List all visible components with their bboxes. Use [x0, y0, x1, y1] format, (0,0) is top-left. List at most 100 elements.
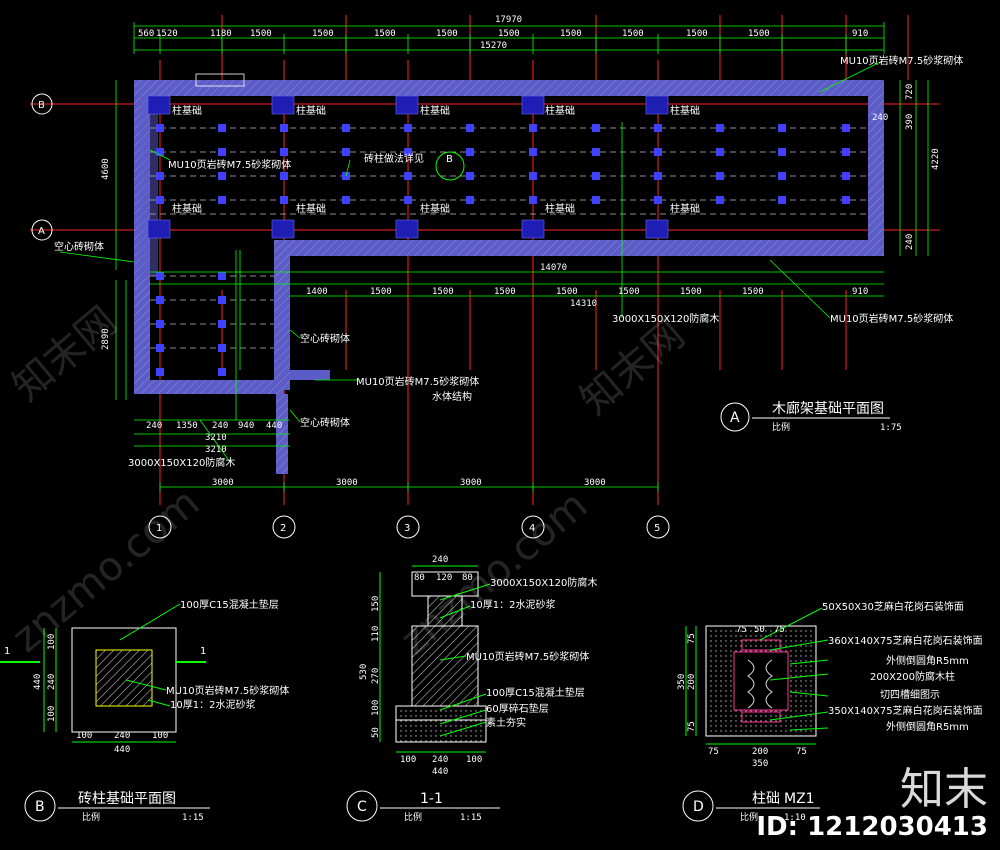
bolt-marker [156, 296, 164, 304]
axis-row-b: B [38, 100, 45, 111]
bolt-marker [466, 124, 474, 132]
plan-scale: 1:75 [880, 423, 902, 433]
detail-d-label-2: 外侧倒圆角R5mm [886, 654, 969, 667]
col-base-label: 柱基础 [172, 202, 202, 215]
col-base-label: 柱基础 [670, 104, 700, 117]
bolt-marker [218, 344, 226, 352]
detail-d-label-1: 360X140X75芝麻白花岗石装饰面 [828, 634, 983, 647]
dim-top-seg-1: 1520 [156, 29, 178, 39]
bolt-marker [529, 124, 537, 132]
col-base-label: 柱基础 [670, 202, 700, 215]
mu10-right-label: MU10页岩砖M7.5砂浆砌体 [830, 312, 953, 325]
mu10-left-label: MU10页岩砖M7.5砂浆砌体 [168, 158, 291, 171]
detail-c-dim-l1: 110 [371, 626, 381, 642]
dim-top-seg-5: 1500 [374, 29, 396, 39]
detail-b-dim-l2: 100 [47, 706, 57, 722]
detail-b-scale: 1:15 [182, 813, 204, 823]
dim-right-3: 4220 [931, 148, 941, 170]
plan-title: 木廊架基础平面图 [772, 400, 884, 417]
bolt-marker [716, 124, 724, 132]
dim-mid-seg-4: 1500 [556, 287, 578, 297]
bolt-marker [592, 172, 600, 180]
dim-bl2-0: 3210 [205, 433, 227, 443]
detail-c-label-2: MU10页岩砖M7.5砂浆砌体 [466, 650, 589, 663]
detail-c-dim-b0: 100 [400, 755, 416, 765]
bolt-marker [842, 148, 850, 156]
section-mark-right: 1 [200, 646, 206, 657]
detail-c-dim-t2: 120 [436, 573, 452, 583]
detail-d-label-6: 外侧倒圆角R5mm [886, 720, 969, 733]
joist-lines [150, 127, 868, 349]
detail-b-dim-b0: 100 [76, 731, 92, 741]
bolt-marker [654, 196, 662, 204]
dim-mid-seg-2: 1500 [432, 287, 454, 297]
detail-d-dim-t1: 50 [754, 625, 765, 635]
bolt-marker [342, 196, 350, 204]
col-base-label: 柱基础 [172, 104, 202, 117]
bolt-marker [156, 196, 164, 204]
mu10-mid-label: MU10页岩砖M7.5砂浆砌体 [356, 375, 479, 388]
bolt-marker [654, 172, 662, 180]
bolt-marker [280, 172, 288, 180]
bolt-marker [156, 368, 164, 376]
col-base-label: 柱基础 [420, 104, 450, 117]
dim-mid-seg-6: 1500 [680, 287, 702, 297]
dim-top-seg-10: 1500 [686, 29, 708, 39]
dim-right-0: 720 [905, 84, 915, 100]
dim-top-seg-12: 910 [852, 29, 868, 39]
mu10-top-label: MU10页岩砖M7.5砂浆砌体 [840, 54, 963, 67]
detail-b-dim-b1: 240 [114, 731, 130, 741]
watermark-2: 知末网 [572, 312, 693, 424]
detail-d-dim-b2: 75 [796, 747, 807, 757]
detail-c-label-3: 100厚C15混凝土垫层 [486, 686, 585, 699]
detail-d-dim-total: 350 [752, 759, 768, 769]
dim-top-seg-2: 1180 [210, 29, 232, 39]
dim-right-1: 390 [905, 114, 915, 130]
dim-mid-seg-0: 1400 [306, 287, 328, 297]
bolt-marker [778, 124, 786, 132]
axis-col-4: 4 [529, 523, 535, 534]
dim-top-seg-4: 1500 [312, 29, 334, 39]
plan-scale-label: 比例 [772, 421, 790, 433]
dim-top-total: 17970 [495, 15, 522, 25]
bolt-marker [280, 196, 288, 204]
dim-bl-2: 240 [212, 421, 228, 431]
bolt-marker [156, 320, 164, 328]
dim-bl-0: 240 [146, 421, 162, 431]
bolt-marker [404, 196, 412, 204]
dim-bl-3: 940 [238, 421, 254, 431]
detail-d-label-5: 350X140X75芝麻白花岗石装饰面 [828, 704, 983, 717]
detail-c-title: 1-1 [420, 791, 443, 807]
bolt-marker [842, 172, 850, 180]
detail-c-dim-b1: 240 [432, 755, 448, 765]
detail-d-scale-label: 比例 [740, 811, 758, 823]
dim-top-sub: 15270 [480, 41, 507, 51]
bolt-marker [529, 148, 537, 156]
detail-d-title-suffix: MZ1 [784, 791, 815, 807]
dim-bl-1: 1350 [176, 421, 198, 431]
dim-bl2-1: 3210 [205, 445, 227, 455]
detail-c-label-4: 60厚碎石垫层 [486, 702, 549, 715]
bolt-marker [218, 272, 226, 280]
bolt-marker [218, 296, 226, 304]
dim-mid-seg-3: 1500 [494, 287, 516, 297]
bolt-marker [280, 124, 288, 132]
brand-logo: 知末 [900, 764, 988, 815]
dim-mid-sub: 14310 [570, 299, 597, 309]
timber-mid-label: 3000X150X120防腐木 [612, 312, 719, 325]
detail-c-label-5: 素土夯实 [486, 716, 526, 729]
detail-c-label-0: 3000X150X120防腐木 [490, 576, 597, 589]
bolt-marker [778, 196, 786, 204]
detail-c-dim-b2: 100 [466, 755, 482, 765]
bolt-marker [654, 148, 662, 156]
dim-top-seg-3: 1500 [250, 29, 272, 39]
detail-d-label-0: 50X50X30芝麻白花岗石装饰面 [822, 600, 964, 613]
detail-c-dim-l0: 150 [371, 596, 381, 612]
bolt-marker [592, 124, 600, 132]
detail-d-dim-b0: 75 [708, 747, 719, 757]
detail-b-dim-l0: 100 [47, 634, 57, 650]
watermark-0: 知末网 [4, 298, 125, 410]
hollow-left-label: 空心砖砌体 [54, 240, 104, 253]
